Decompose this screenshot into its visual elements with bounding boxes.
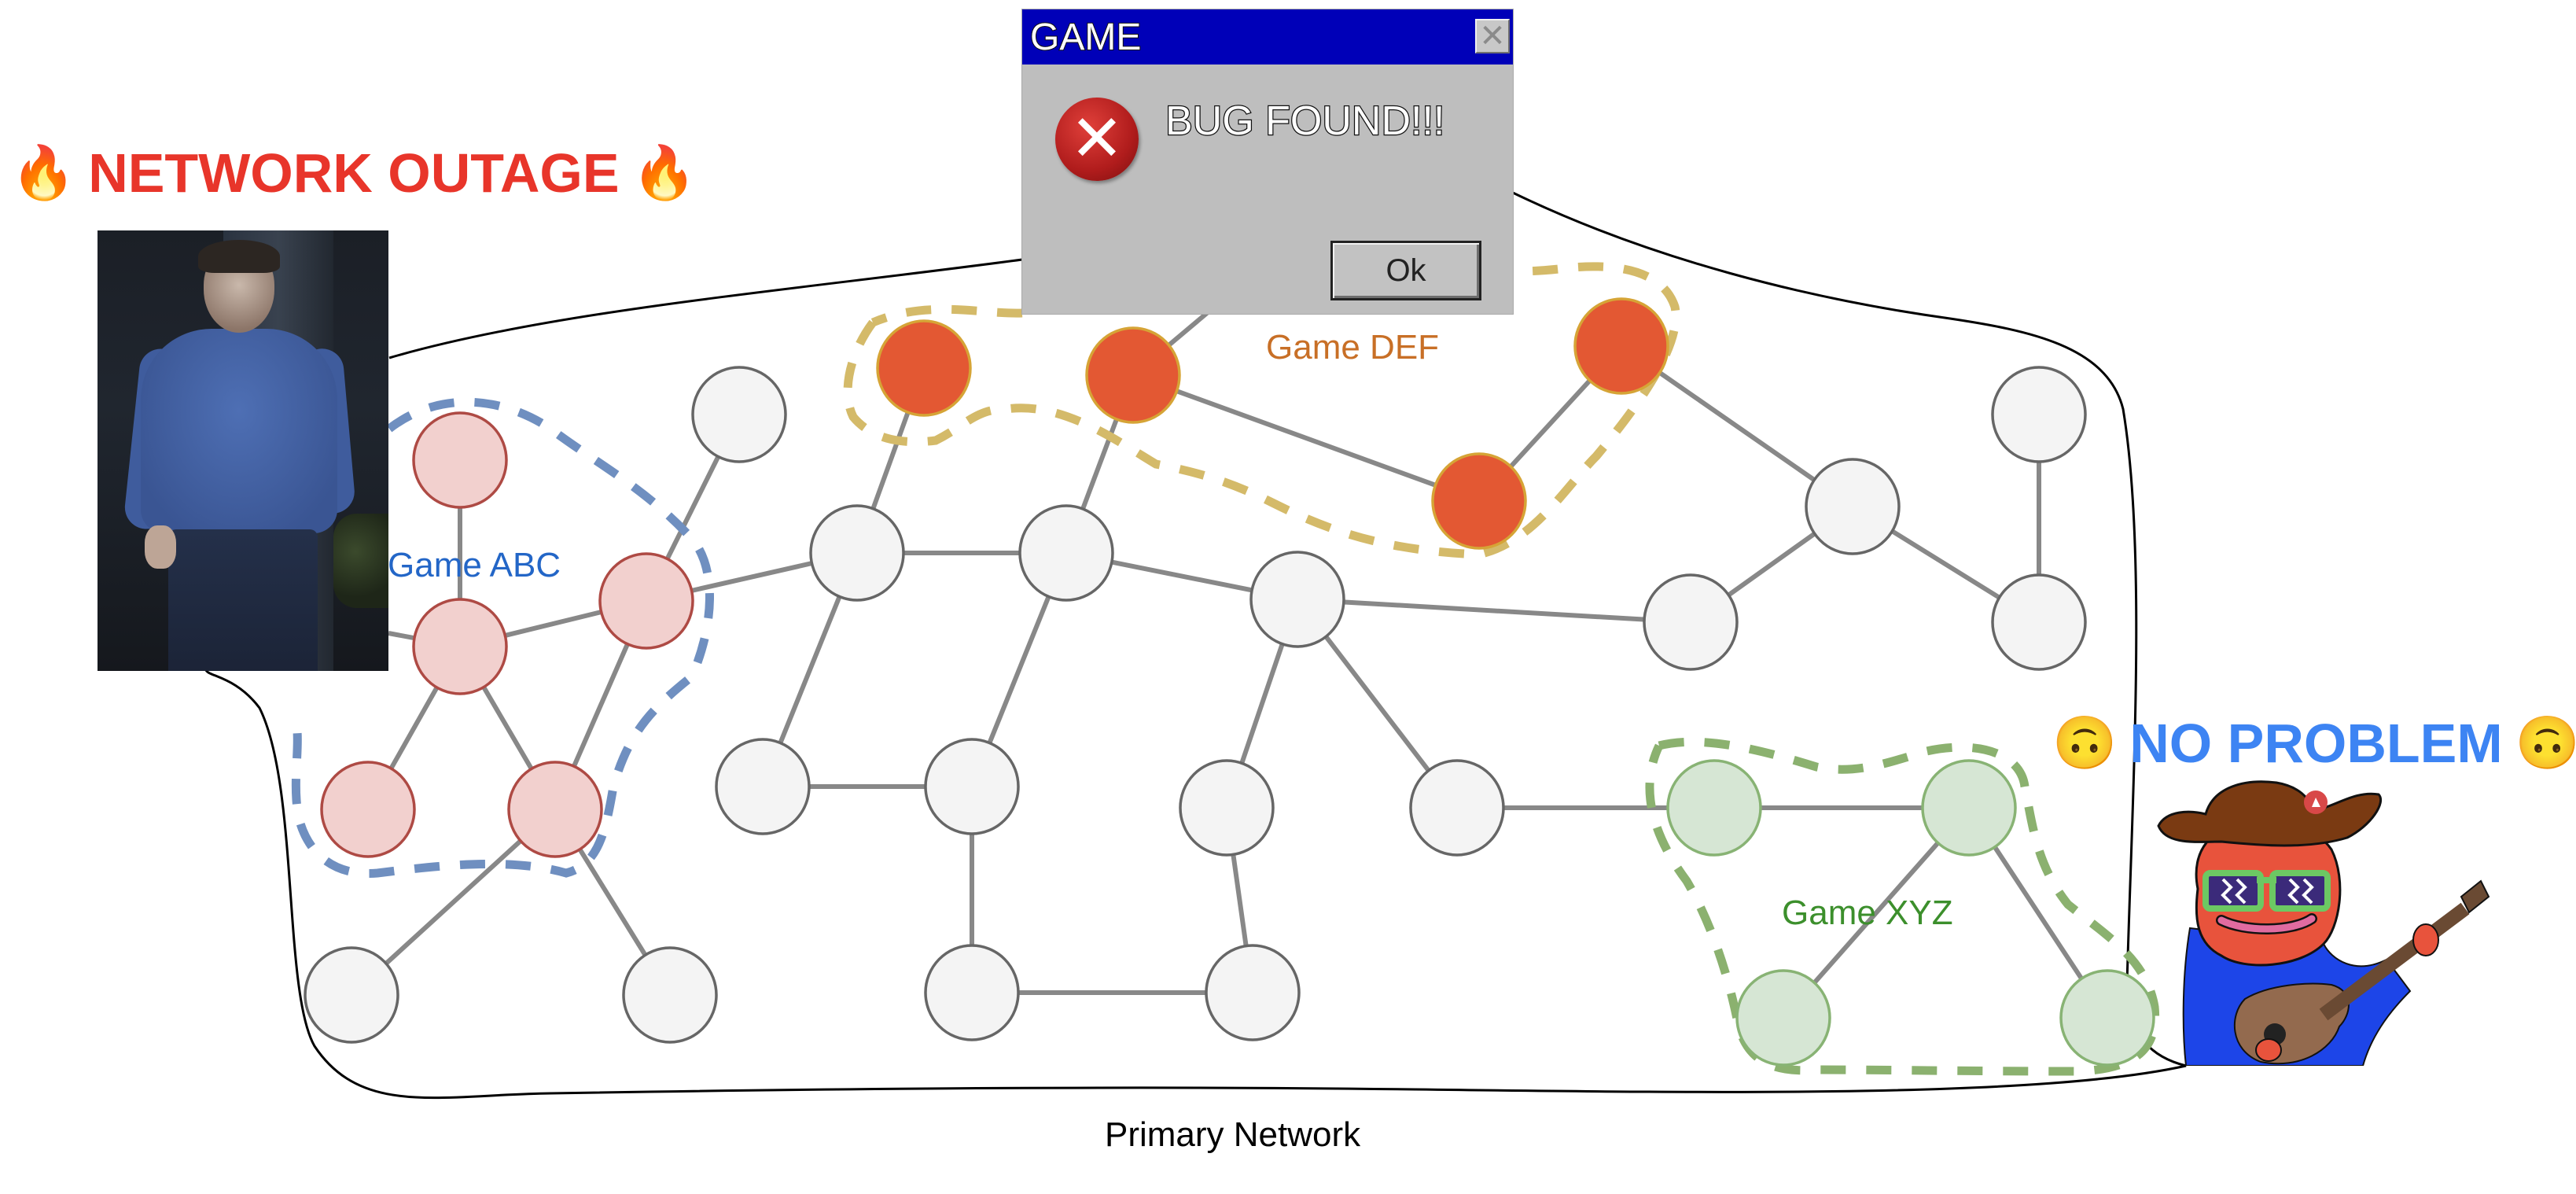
fire-icon: 🔥	[631, 143, 697, 201]
def-node	[1431, 452, 1527, 550]
primary-node	[304, 946, 399, 1044]
def-node	[1573, 297, 1669, 395]
no-problem-text: NO PROBLEM	[2129, 713, 2503, 774]
upside-down-face-icon: 🙃	[2052, 713, 2118, 772]
def-node	[876, 319, 972, 417]
primary-node	[924, 944, 1020, 1041]
primary-node	[691, 366, 787, 463]
game-xyz-boundary	[1645, 737, 2160, 1076]
primary-node	[1018, 504, 1114, 602]
primary-network-boundary	[204, 191, 2187, 1100]
network-outage-heading: 🔥 NETWORK OUTAGE 🔥	[11, 142, 709, 205]
game-abc-label: Game ABC	[388, 546, 561, 584]
edge-n6-n13	[1297, 597, 1691, 625]
xyz-node	[1735, 969, 1831, 1067]
abc-node	[598, 552, 694, 650]
no-problem-heading: 🙃 NO PROBLEM 🙃	[2052, 712, 2576, 775]
game-abc-boundary	[291, 397, 714, 878]
primary-node	[1249, 551, 1345, 648]
primary-node	[715, 738, 811, 835]
primary-node	[1991, 366, 2087, 463]
primary-node	[1179, 759, 1275, 857]
primary-node	[1805, 458, 1901, 555]
primary-network-caption: Primary Network	[1105, 1115, 1361, 1154]
cowboy-mascot-with-guitar	[2157, 780, 2490, 1066]
game-xyz-label: Game XYZ	[1782, 894, 1953, 932]
primary-node	[1409, 759, 1505, 857]
node-layer	[304, 297, 2155, 1067]
network-outage-text: NETWORK OUTAGE	[88, 142, 620, 204]
edge-d2-d3	[1132, 373, 1481, 503]
xyz-node	[2059, 969, 2155, 1067]
dialog-title: GAME	[1029, 16, 1142, 59]
primary-node	[1205, 944, 1301, 1041]
abc-node	[412, 598, 508, 695]
abc-node	[412, 411, 508, 509]
upside-down-face-icon: 🙃	[2515, 713, 2576, 772]
fire-icon: 🔥	[11, 143, 76, 201]
def-node	[1085, 326, 1181, 424]
xyz-node	[1666, 759, 1762, 857]
game-def-label: Game DEF	[1266, 328, 1439, 367]
error-x-glyph: ✕	[1069, 101, 1124, 176]
dialog-message: BUG FOUND!!!	[1165, 98, 1446, 146]
primary-node	[924, 738, 1020, 835]
error-icon: ✕	[1055, 98, 1139, 181]
abc-node	[320, 761, 416, 858]
xyz-node	[1921, 759, 2017, 857]
close-button[interactable]: ✕	[1475, 19, 1510, 53]
error-dialog: GAME ✕ ✕ BUG FOUND!!! Ok	[1022, 9, 1513, 314]
primary-node	[622, 946, 718, 1044]
close-icon: ✕	[1479, 19, 1506, 53]
ok-button[interactable]: Ok	[1330, 241, 1481, 300]
game-def-boundary	[843, 262, 1680, 559]
primary-node	[1643, 573, 1739, 671]
dialog-titlebar[interactable]: GAME ✕	[1022, 9, 1513, 64]
abc-node	[507, 761, 603, 858]
man-in-blue-sweater-photo	[98, 230, 388, 671]
primary-node	[809, 504, 905, 602]
primary-node	[1991, 573, 2087, 671]
